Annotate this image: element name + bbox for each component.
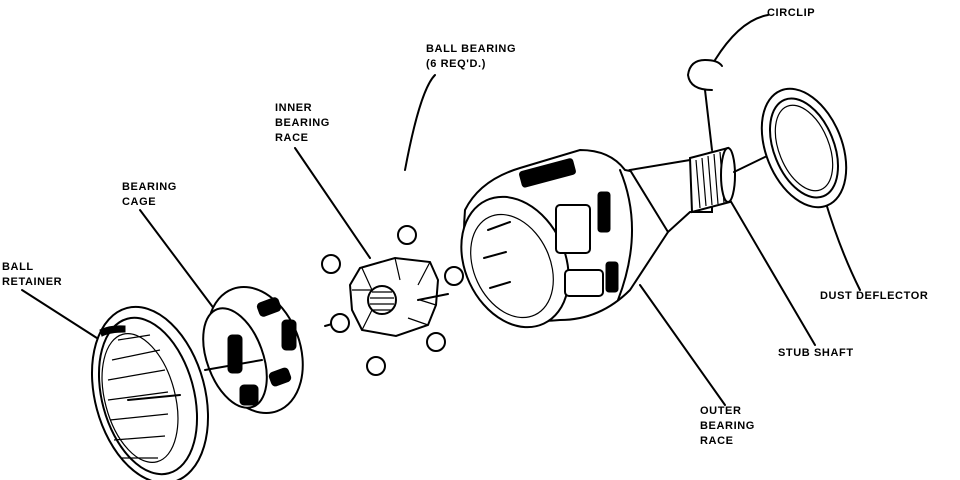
outer-bearing-race xyxy=(460,148,670,329)
label-bearing-cage-line2: CAGE xyxy=(122,196,157,208)
leader-outer-race xyxy=(639,284,726,406)
label-ball-bearing-line1: BALL BEARING xyxy=(426,43,517,55)
stub-shaft xyxy=(628,139,801,234)
leader-inner-race xyxy=(294,147,371,259)
label-ball-retainer-line1: BALL xyxy=(2,261,34,273)
leader-stub-shaft xyxy=(729,199,816,346)
label-outer-bearing-race: OUTER BEARING RACE xyxy=(700,404,755,449)
label-inner-race-line2: BEARING xyxy=(275,117,330,129)
leader-circlip-drop xyxy=(704,89,713,151)
label-circlip-text: CIRCLIP xyxy=(767,7,816,19)
label-ball-bearing: BALL BEARING (6 REQ'D.) xyxy=(426,42,516,72)
label-ball-retainer-line2: RETAINER xyxy=(2,276,63,288)
label-inner-bearing-race: INNER BEARING RACE xyxy=(275,101,330,146)
label-stub-shaft: STUB SHAFT xyxy=(778,346,854,361)
label-stub-shaft-text: STUB SHAFT xyxy=(778,347,854,359)
label-inner-race-line3: RACE xyxy=(275,132,309,144)
label-dust-deflector: DUST DEFLECTOR xyxy=(820,289,928,304)
circlip-ring xyxy=(687,59,723,91)
label-bearing-cage-line1: BEARING xyxy=(122,181,177,193)
label-inner-race-line1: INNER xyxy=(275,102,313,114)
leader-dust-deflector xyxy=(824,199,861,291)
leader-bearing-cage xyxy=(139,209,216,311)
label-dust-deflector-text: DUST DEFLECTOR xyxy=(820,290,929,302)
dust-deflector xyxy=(760,87,848,209)
label-outer-race-line2: BEARING xyxy=(700,420,755,432)
leader-ball-retainer xyxy=(21,289,101,341)
label-outer-race-line3: RACE xyxy=(700,435,734,447)
leader-ball-bearing xyxy=(404,74,436,171)
leader-circlip xyxy=(714,14,769,61)
label-ball-retainer: BALL RETAINER xyxy=(2,260,62,290)
label-ball-bearing-line2: (6 REQ'D.) xyxy=(426,58,486,70)
bearing-cage xyxy=(202,286,304,414)
circlip xyxy=(687,59,723,91)
ball-bearings xyxy=(321,225,464,376)
inner-bearing-race xyxy=(324,256,449,338)
label-outer-race-line1: OUTER xyxy=(700,405,742,417)
label-circlip: CIRCLIP xyxy=(767,6,815,21)
leader-lines xyxy=(21,14,861,406)
label-bearing-cage: BEARING CAGE xyxy=(122,180,177,210)
ball-retainer xyxy=(90,305,210,480)
